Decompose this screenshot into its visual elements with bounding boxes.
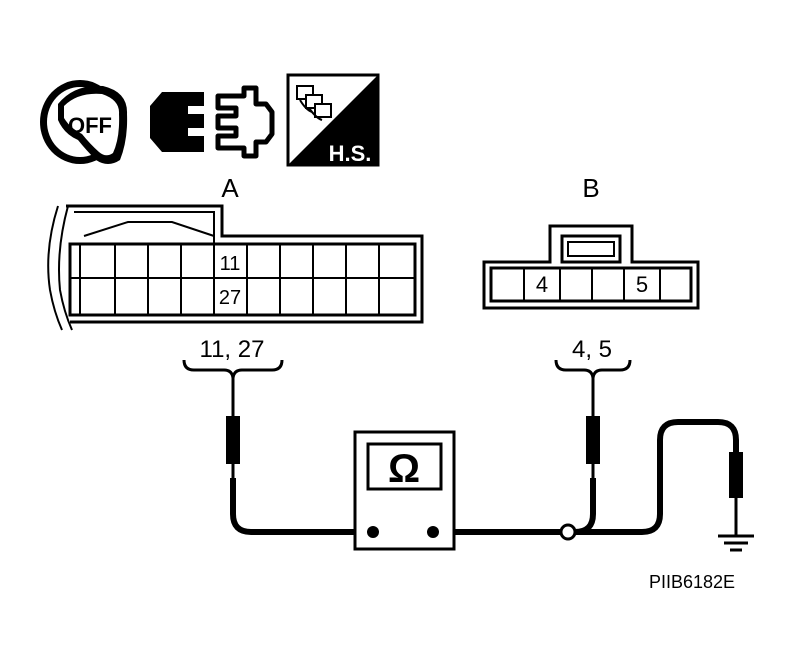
ground-probe xyxy=(729,452,743,536)
meter-terminal-left xyxy=(367,526,379,538)
connector-b xyxy=(482,224,700,310)
ignition-key-off-icon: OFF xyxy=(40,80,128,164)
connector-disconnect-icon xyxy=(150,85,275,159)
harness-side-icon: H.S. xyxy=(286,73,380,167)
connector-b-label: B xyxy=(582,173,599,203)
ground-wire xyxy=(575,419,739,535)
junction-node xyxy=(559,523,577,541)
probe-b xyxy=(586,376,600,478)
ohmmeter: Ω xyxy=(353,430,456,551)
connector-a xyxy=(47,204,424,331)
ohm-symbol: Ω xyxy=(388,447,420,491)
ground-symbol-icon xyxy=(718,534,754,552)
figure-code: PIIB6182E xyxy=(649,572,735,592)
harness-side-label: H.S. xyxy=(329,141,372,166)
connector-b-terminals-label: 4, 5 xyxy=(572,336,612,363)
lead-b-wire xyxy=(574,478,596,535)
meter-terminal-right xyxy=(427,526,439,538)
probe-a xyxy=(226,376,240,478)
connector-a-terminals-label: 11, 27 xyxy=(200,336,265,363)
harness-connector-glyph xyxy=(296,85,332,121)
connector-a-label: A xyxy=(221,173,239,203)
connector-a-pin-11: 11 xyxy=(220,253,241,275)
ignition-off-label: OFF xyxy=(68,113,112,138)
lead-a-wire xyxy=(230,478,373,535)
connector-b-pin-5: 5 xyxy=(636,272,648,297)
connector-b-pin-4: 4 xyxy=(536,272,548,297)
connector-a-pin-27: 27 xyxy=(219,287,241,309)
